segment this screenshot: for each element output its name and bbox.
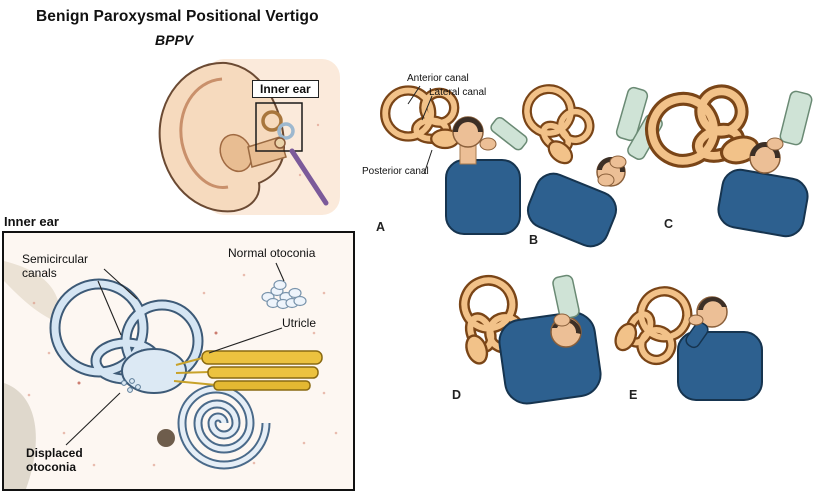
label-normal-otoconia: Normal otoconia (228, 246, 316, 260)
label-lateral-canal: Lateral canal (429, 87, 487, 98)
tissue-stipple (27, 271, 338, 467)
label-anterior-canal: Anterior canal (407, 73, 469, 84)
canal-leader-lines (407, 85, 433, 175)
scene-c (645, 82, 813, 238)
vestibule (121, 348, 187, 394)
leader-normal-otoconia (275, 262, 285, 282)
scene-d (446, 274, 602, 405)
inner-ear-callout-label: Inner ear (252, 80, 319, 98)
ear-helix-fold (179, 77, 229, 189)
round-window (157, 429, 175, 447)
patient-figure-c (717, 141, 809, 238)
leader-semicircular-2 (97, 280, 122, 336)
label-posterior-canal: Posterior canal (362, 166, 429, 177)
leader-displaced-otoconia (65, 392, 121, 446)
page-title: Benign Paroxysmal Positional Vertigo (36, 8, 319, 25)
patient-figure-d (498, 311, 602, 405)
inner-ear-detail-box: Semicircular canals Normal otoconia Utri… (2, 231, 355, 491)
label-semicircular-canals: Semicircular canals (22, 252, 89, 280)
probe-instrument (289, 148, 329, 206)
examiner-hand-a (479, 116, 528, 151)
leader-anterior-canal (407, 85, 421, 105)
cochlea-spiral-lumen (179, 386, 269, 468)
examiner-hand-d (552, 274, 580, 327)
bone-structure-upper-left (4, 261, 60, 323)
panel-letter-b: B (529, 233, 539, 247)
outer-ear-illustration (158, 59, 340, 215)
displaced-otoconia-dots (121, 378, 141, 393)
leader-lateral-canal (421, 95, 433, 121)
scene-e (612, 279, 763, 401)
leader-posterior-canal (423, 149, 433, 175)
patient-figure-e (677, 296, 763, 401)
leader-utricle (208, 327, 283, 354)
page-subtitle: BPPV (155, 32, 194, 48)
leader-lines (65, 262, 285, 446)
nerve-bundle (173, 350, 323, 391)
label-utricle: Utricle (282, 316, 317, 330)
inner-ear-structures (261, 110, 295, 149)
label-displaced-otoconia: Displaced otoconia (26, 446, 83, 474)
epley-maneuver-illustration (360, 70, 813, 405)
examiner-hand-c (766, 90, 813, 151)
normal-otoconia-cluster (261, 279, 307, 310)
inner-ear-box-heading: Inner ear (4, 214, 59, 229)
magnifier-square (255, 102, 303, 152)
panel-letter-a: A (376, 220, 386, 234)
scene-b (511, 80, 663, 248)
panel-letter-e: E (629, 388, 638, 402)
panel-letter-d: D (452, 388, 462, 402)
inner-ear-anatomy-illustration (4, 233, 353, 489)
bone-structure-lower-left (4, 383, 36, 489)
scene-a (385, 85, 528, 235)
leader-semicircular-1 (103, 268, 138, 300)
patient-figure-a (445, 116, 521, 235)
panel-letter-c: C (664, 217, 674, 231)
